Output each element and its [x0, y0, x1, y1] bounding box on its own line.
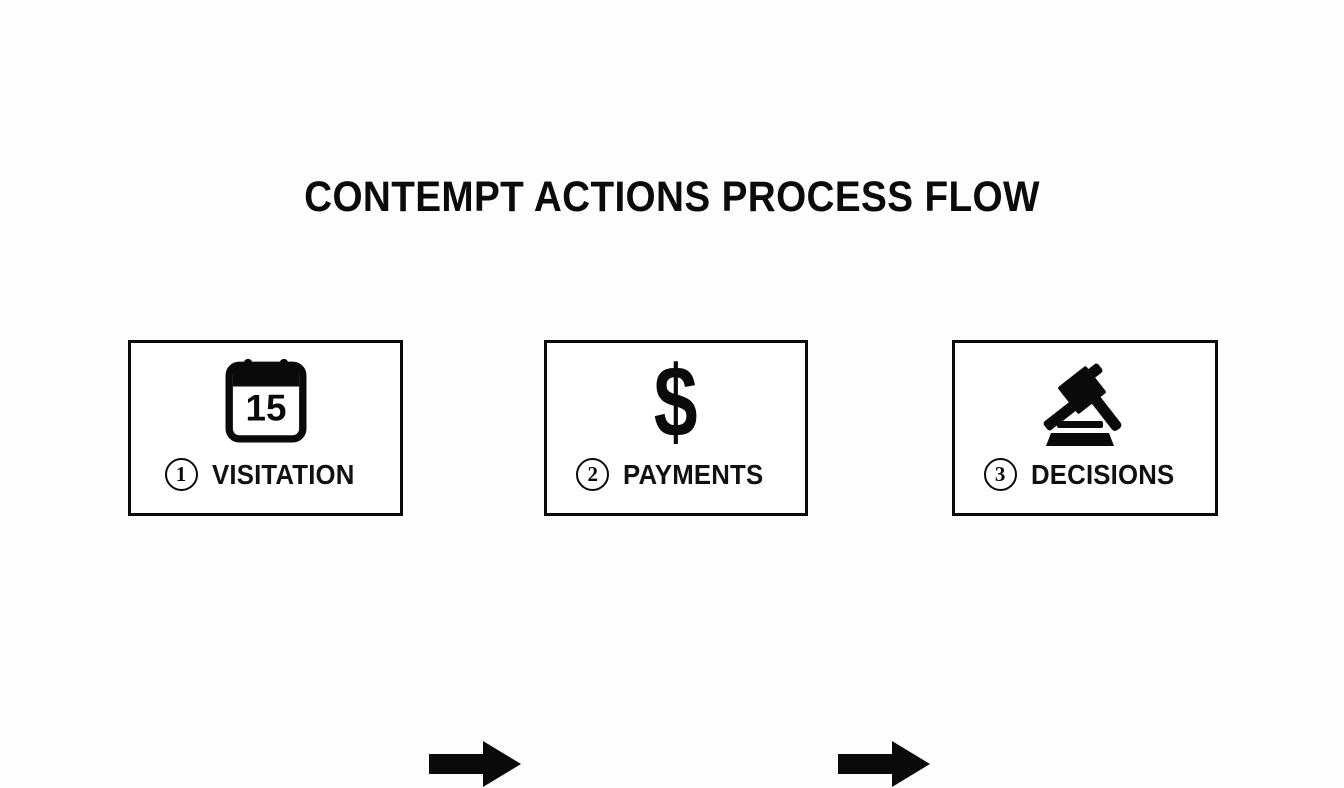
step-number-badge-3: 3	[983, 458, 1017, 491]
step-box-payments[interactable]: $ 2 PAYMENTS	[544, 340, 808, 516]
step-label-visitation: VISITATION	[211, 458, 355, 490]
step-2-label-row: 2 PAYMENTS	[547, 458, 805, 491]
step-1-icon-zone: 15	[131, 353, 400, 453]
gavel-icon	[1043, 363, 1122, 446]
dollar-sign-icon: $	[654, 346, 698, 460]
calendar-icon: 15	[225, 358, 306, 443]
process-flow-row: 15 1 VISITATION $ 2 PAYMENTS	[0, 340, 1344, 787]
step-number-badge-2: 2	[576, 458, 610, 491]
calendar-day-number: 15	[245, 387, 286, 428]
step-1-label-row: 1 VISITATION	[131, 458, 400, 491]
step-box-decisions[interactable]: 3 DECISIONS	[952, 340, 1218, 516]
step-label-decisions: DECISIONS	[1030, 458, 1174, 490]
step-3-label-row: 3 DECISIONS	[955, 458, 1215, 491]
step-box-visitation[interactable]: 15 1 VISITATION	[128, 340, 403, 516]
page-title: CONTEMPT ACTIONS PROCESS FLOW	[304, 173, 1040, 221]
step-number-badge-1: 1	[164, 458, 198, 491]
arrow-right-icon	[838, 741, 930, 787]
diagram-canvas: CONTEMPT ACTIONS PROCESS FLOW 15 1	[0, 173, 1344, 787]
step-2-icon-zone: $	[547, 346, 805, 460]
connector-arrow-2	[838, 740, 930, 788]
step-label-payments: PAYMENTS	[623, 458, 764, 490]
connector-arrow-1	[429, 740, 521, 788]
step-3-icon-zone	[955, 353, 1215, 453]
arrow-right-icon	[429, 741, 521, 787]
